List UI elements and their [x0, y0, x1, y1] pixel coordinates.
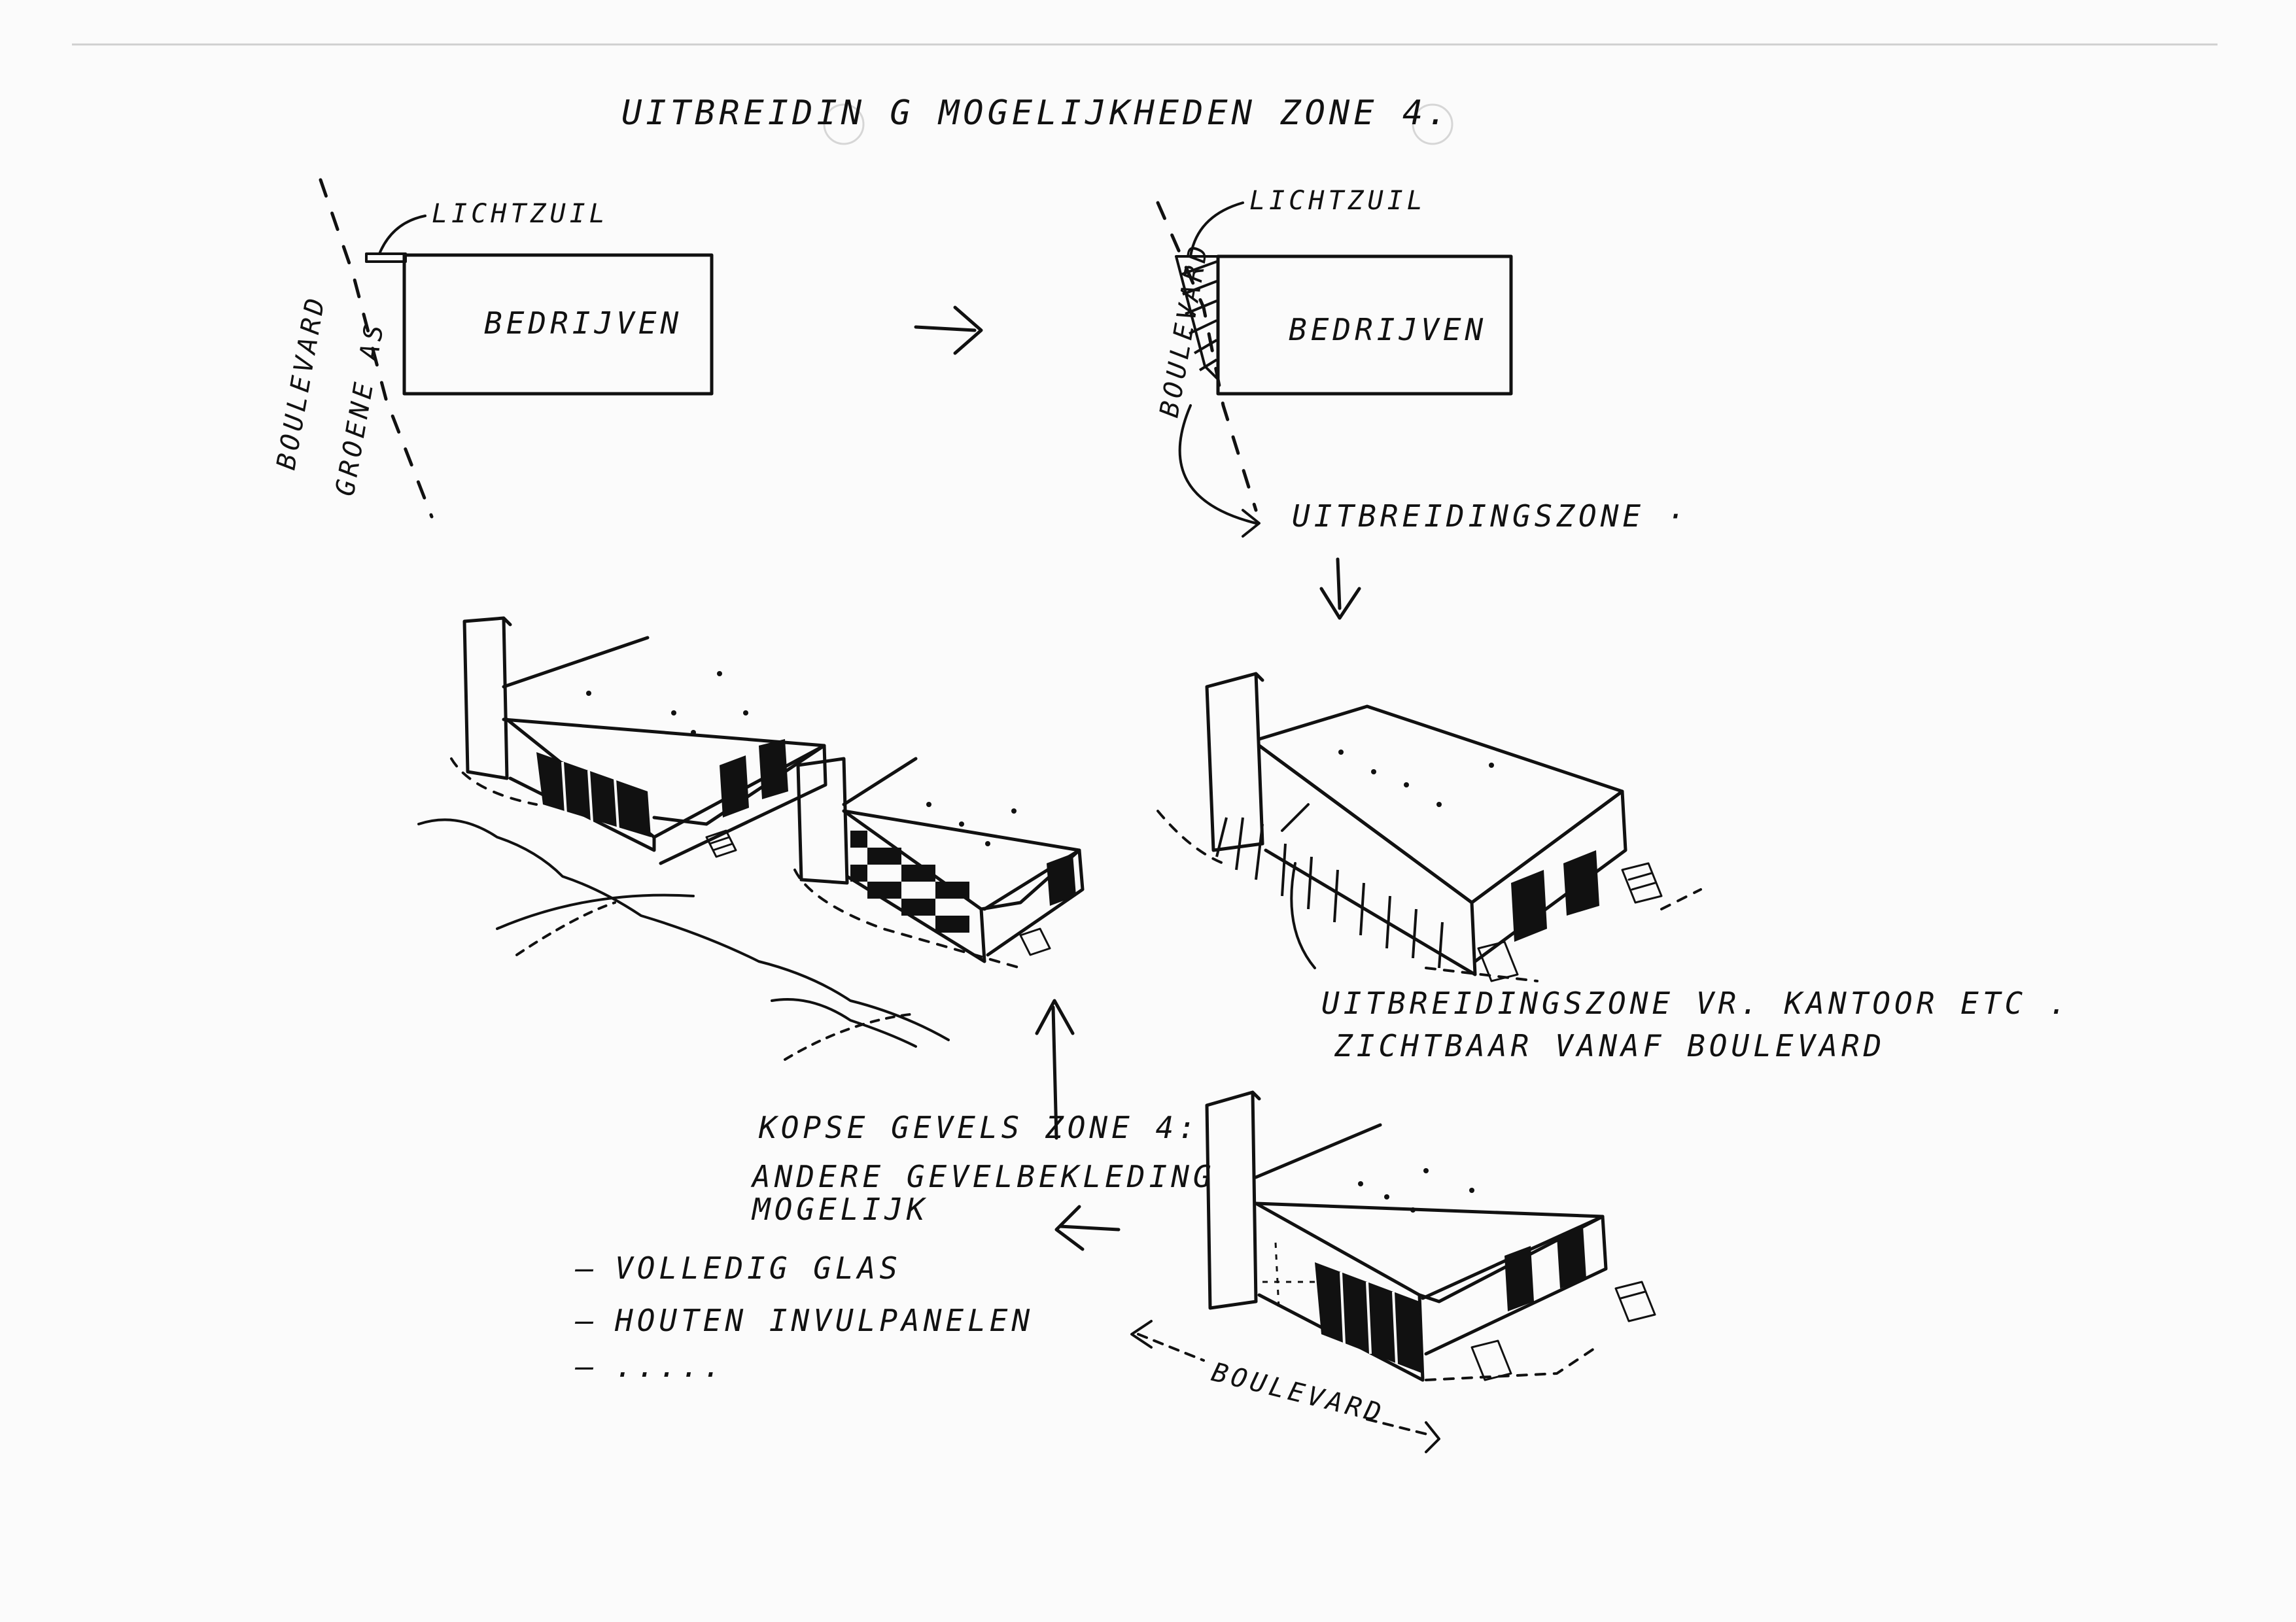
option-bullet: – — [574, 1251, 598, 1286]
punch-hole — [823, 103, 865, 145]
lichtzuil-label-left: LICHTZUIL — [432, 199, 609, 229]
facade-note-line2: ANDERE GEVELBEKLEDING — [750, 1159, 1215, 1194]
arrow-down-icon — [1319, 557, 1361, 620]
option-bullet: – — [574, 1349, 598, 1384]
arrow-left-icon — [1054, 1205, 1121, 1251]
road-label-left-1: BOULEVARD — [271, 292, 332, 472]
zone-label-right: UITBREIDINGSZONE · — [1292, 498, 1689, 534]
facade-note-line1: KOPSE GEVELS ZONE 4: — [758, 1110, 1200, 1145]
iso-sketch-extension — [1157, 672, 1702, 982]
iso-sketch-bottom — [1205, 1090, 1656, 1382]
option-text: VOLLEDIG GLAS — [615, 1251, 901, 1286]
arrow-up-icon — [1035, 999, 1075, 1140]
option-text: HOUTEN INVULPANELEN — [614, 1303, 1034, 1338]
extension-note-line2: ZICHTBAAR VANAF BOULEVARD — [1334, 1028, 1885, 1063]
plan-sketch-left: LICHTZUIL BEDRIJVEN BOULEVARD GROENE AS — [271, 178, 714, 519]
lichtzuil-label-right: LICHTZUIL — [1249, 186, 1427, 216]
road-label-right: BOULEVARD — [1155, 240, 1215, 420]
facade-note-line3: MOGELIJK — [751, 1192, 929, 1227]
option-text: ..... — [615, 1349, 725, 1384]
block-label-right: BEDRIJVEN — [1289, 312, 1487, 347]
extension-note-line1: UITBREIDINGSZONE VR. KANTOOR ETC . — [1321, 986, 2071, 1021]
punch-hole — [1412, 103, 1453, 145]
iso-sketch-pair — [417, 616, 1085, 1061]
bottom-boulevard-label: BOULEVARD — [1209, 1357, 1388, 1429]
arrow-right-icon — [914, 305, 983, 355]
block-label-left: BEDRIJVEN — [484, 305, 682, 341]
sheet-title: UITBREIDIN G MOGELIJKHEDEN ZONE 4. — [621, 94, 1451, 133]
road-label-left-2: GROENE AS — [330, 319, 391, 498]
plan-sketch-right: LICHTZUIL BEDRIJVEN BOULEVARD UITBREIDIN… — [1155, 186, 1689, 538]
option-bullet: – — [574, 1303, 598, 1338]
